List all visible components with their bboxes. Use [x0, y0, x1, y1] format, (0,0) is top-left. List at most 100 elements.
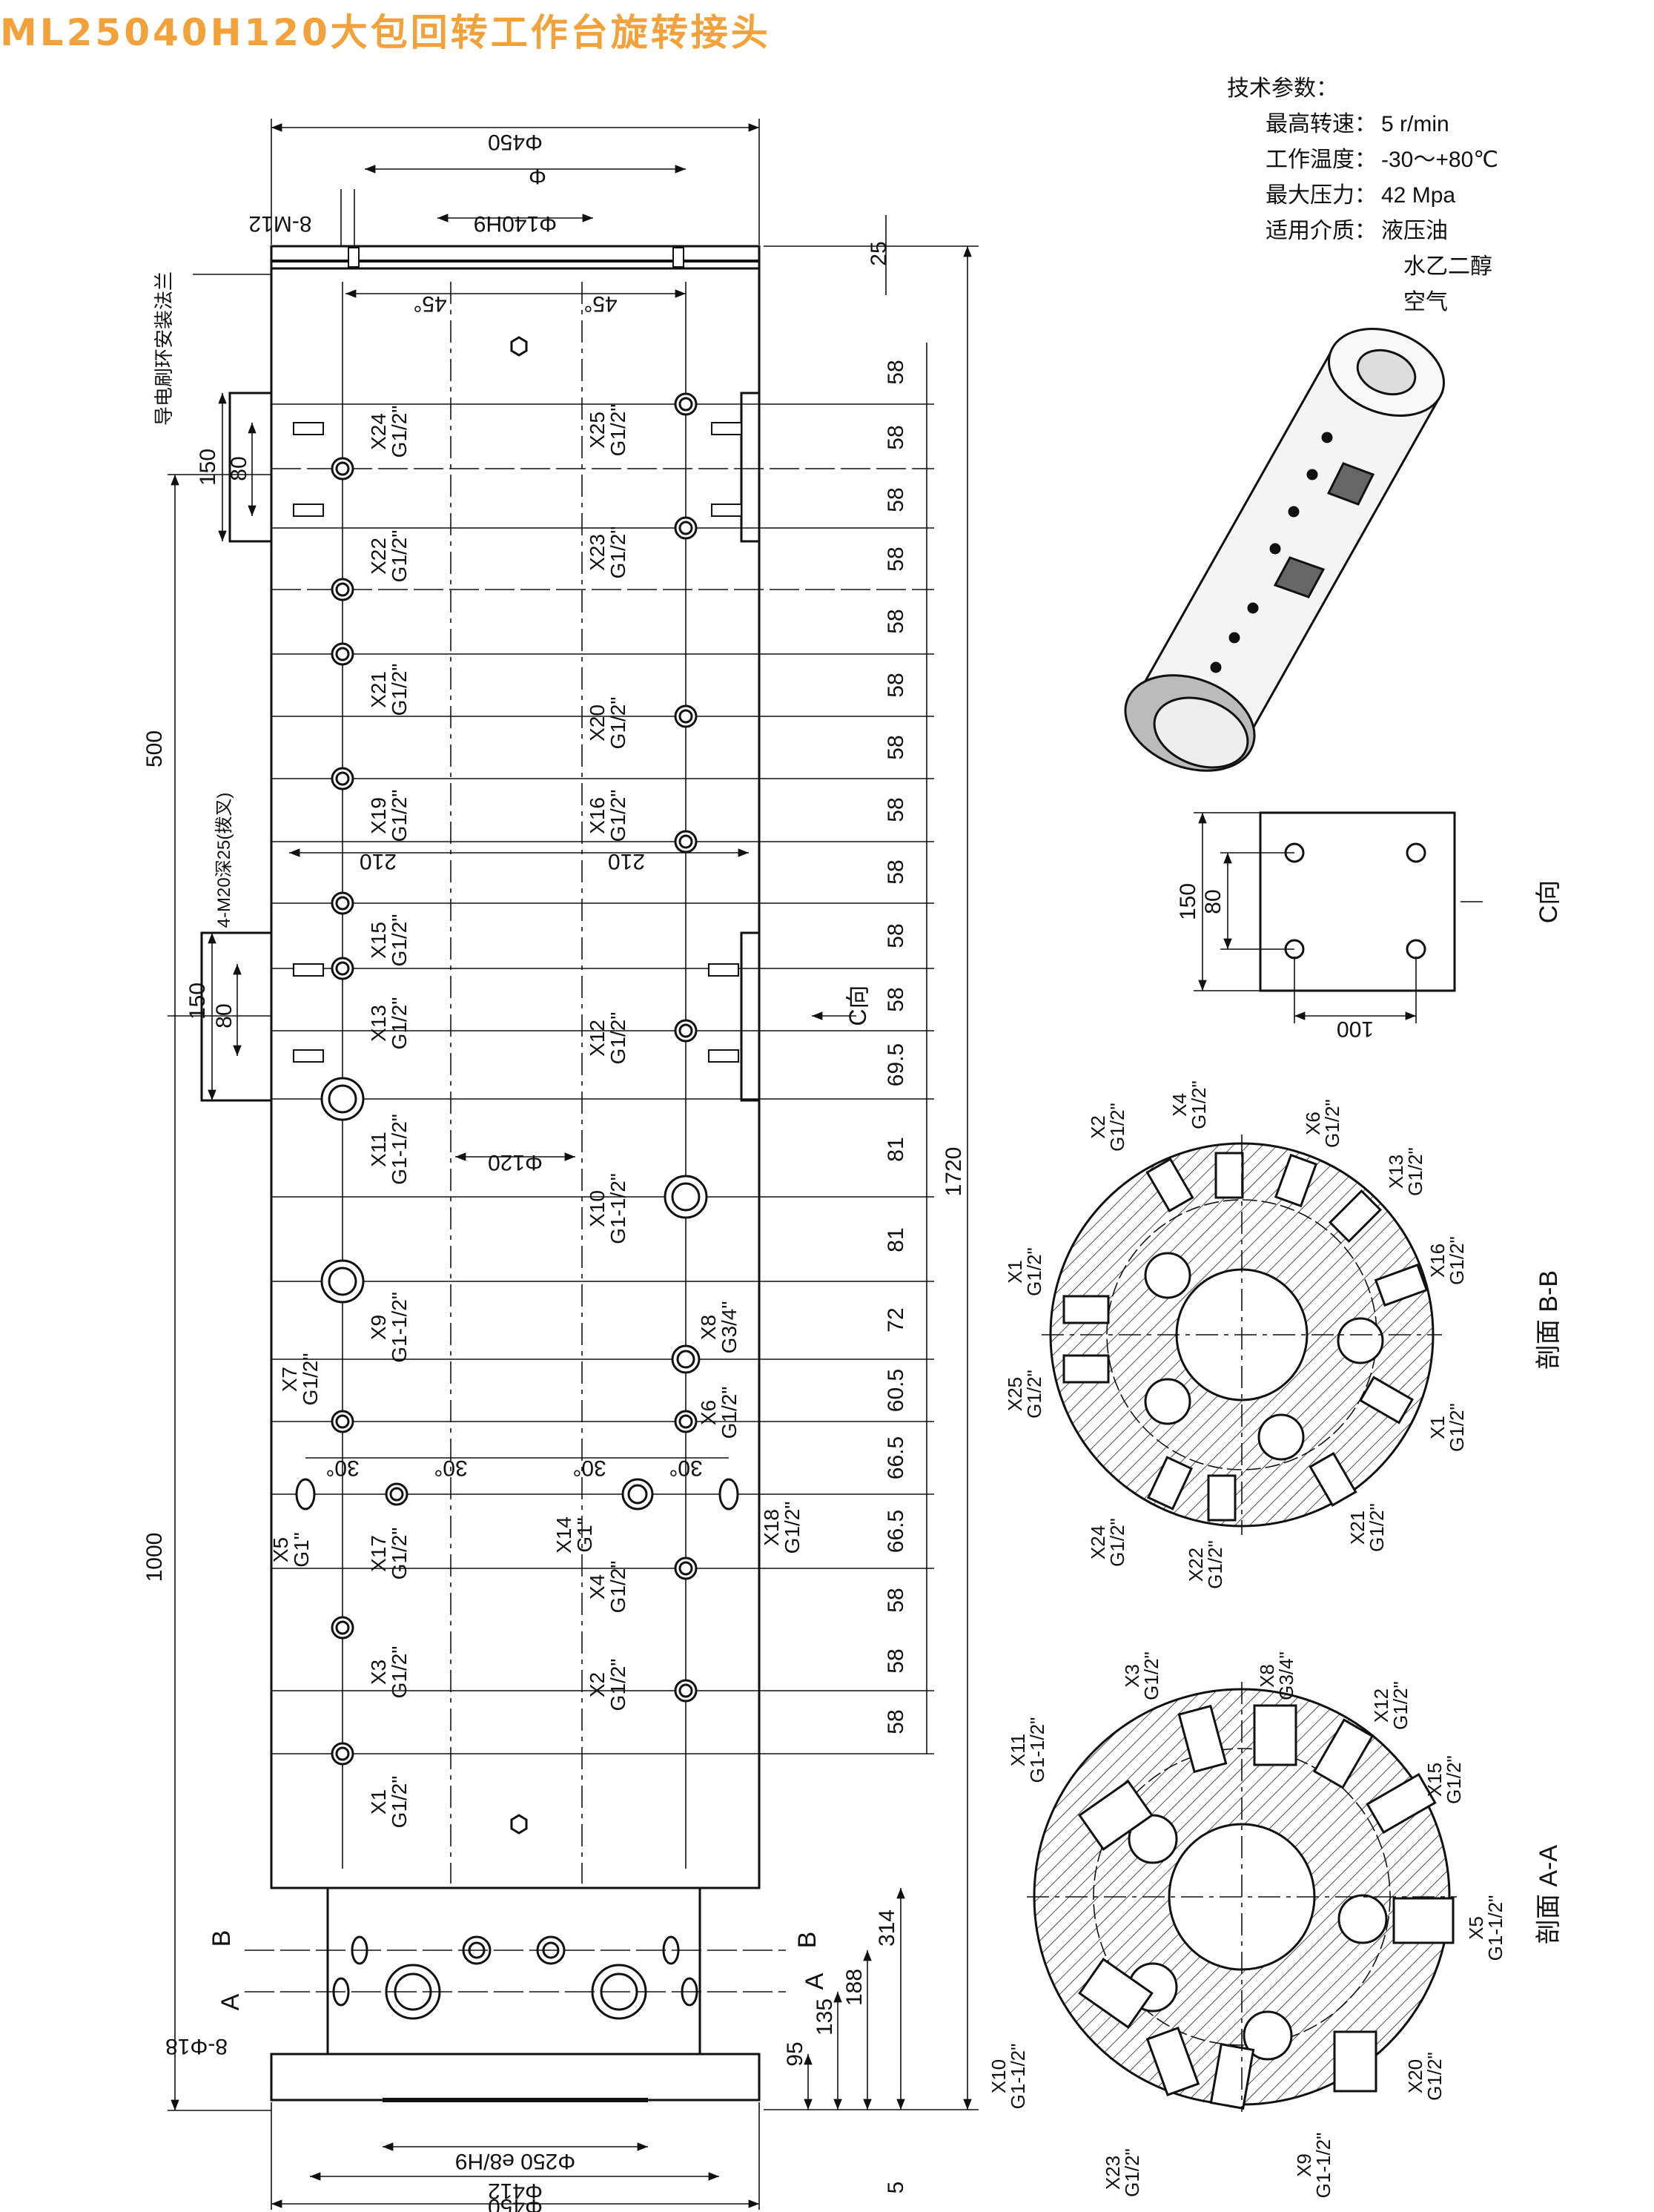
section-mark-b-right: B — [793, 1932, 821, 1949]
svg-text:X6: X6 — [697, 1400, 720, 1425]
svg-text:X23: X23 — [586, 534, 609, 571]
svg-text:G1/2": G1/2" — [1023, 1247, 1045, 1296]
svg-text:58: 58 — [884, 859, 908, 884]
svg-text:X16: X16 — [1426, 1244, 1449, 1278]
svg-text:58: 58 — [884, 360, 908, 384]
svg-text:X1: X1 — [1426, 1416, 1449, 1439]
svg-text:X14: X14 — [552, 1516, 575, 1554]
c-view-label: C向 — [1535, 880, 1563, 924]
svg-text:X8: X8 — [697, 1315, 720, 1340]
svg-text:X9: X9 — [367, 1315, 390, 1340]
svg-text:G1/2": G1/2" — [388, 406, 411, 458]
dim-4m20: 4-M20深25(拨叉) — [214, 793, 234, 928]
iso-view — [1124, 328, 1445, 772]
svg-text:G1/2": G1/2" — [1106, 1518, 1128, 1567]
dim-188: 188 — [842, 1969, 867, 2006]
svg-text:G1/2": G1/2" — [388, 1528, 411, 1580]
svg-text:81: 81 — [884, 1137, 908, 1161]
section-aa — [1027, 1682, 1457, 2112]
c-view-text: 150 80 100 C向 — [1176, 880, 1563, 1041]
section-bb-label: 剖面 B-B — [1535, 1270, 1563, 1370]
section-bb — [1042, 1135, 1442, 1535]
section-mark-a-right: A — [801, 1972, 829, 1990]
svg-text:X25: X25 — [1004, 1377, 1026, 1411]
section-mark-a-left: A — [216, 1993, 245, 2010]
dim-30-c: 30° — [572, 1456, 606, 1480]
dim-80-lower: 80 — [212, 1003, 236, 1028]
svg-text:X17: X17 — [367, 1535, 390, 1572]
svg-text:58: 58 — [884, 1588, 908, 1612]
svg-text:X11: X11 — [1007, 1734, 1029, 1766]
boss-threads — [293, 247, 742, 1063]
svg-text:G1/2": G1/2" — [388, 1776, 411, 1829]
svg-text:G1/2": G1/2" — [606, 1012, 629, 1065]
svg-text:72: 72 — [884, 1307, 908, 1332]
svg-text:X13: X13 — [1385, 1155, 1407, 1189]
svg-text:X21: X21 — [367, 671, 390, 708]
svg-text:X2: X2 — [586, 1672, 609, 1697]
svg-text:58: 58 — [884, 1709, 908, 1734]
svg-text:X15: X15 — [367, 922, 390, 959]
svg-text:G1/2": G1/2" — [606, 790, 629, 842]
svg-text:G1/2": G1/2" — [1023, 1370, 1045, 1419]
svg-text:66.5: 66.5 — [884, 1436, 908, 1479]
dim-brush-flange-note: 导电刷环安装法兰 — [153, 271, 175, 426]
port-labels: X24 G1/2" X25 G1/2" X22 G1/2" X23 G1/2" … — [269, 404, 804, 1829]
svg-text:G3/4": G3/4" — [718, 1301, 741, 1354]
dim-150-lower: 150 — [185, 983, 210, 1020]
svg-text:G1/2": G1/2" — [388, 914, 411, 967]
svg-text:G1/2": G1/2" — [606, 526, 629, 579]
dim-phi140: Φ140H9 — [474, 211, 557, 236]
svg-text:G1/2": G1/2" — [1204, 1540, 1226, 1589]
dim-text-bottom: Φ250 e8/H9 Φ412 Φ450 A B A B — [208, 1930, 829, 2212]
svg-text:80: 80 — [1201, 889, 1225, 914]
svg-text:G1/2": G1/2" — [1321, 1099, 1343, 1148]
dim-30-b: 30° — [434, 1456, 467, 1480]
svg-text:G1-1/2": G1-1/2" — [388, 1114, 411, 1185]
dim-45-left: 45° — [413, 291, 446, 316]
svg-text:58: 58 — [884, 547, 908, 571]
svg-text:G1-1/2": G1-1/2" — [1312, 2133, 1334, 2199]
svg-text:X10: X10 — [988, 2059, 1010, 2093]
lower-stem — [326, 1888, 701, 2054]
tech-row: 最大压力：42 Mpa — [1266, 183, 1456, 208]
dim-phi412: Φ412 — [488, 2179, 543, 2203]
svg-text:G1/2": G1/2" — [781, 1502, 804, 1554]
svg-text:G1/2": G1/2" — [299, 1353, 322, 1406]
section-aa-labels: X3 G1/2" X8 G3/4" X11 G1-1/2" X12 G1/2" … — [988, 1651, 1563, 2198]
svg-text:69.5: 69.5 — [884, 1043, 908, 1086]
dim-314: 314 — [875, 1909, 899, 1947]
main-cylinder — [270, 268, 761, 1889]
svg-text:G1/2": G1/2" — [606, 697, 629, 750]
top-flange — [270, 245, 761, 270]
svg-text:G1/2": G1/2" — [606, 1659, 629, 1711]
svg-text:X13: X13 — [367, 1005, 390, 1042]
boss-left-upper — [228, 392, 271, 543]
svg-text:X22: X22 — [367, 538, 390, 575]
dim-25: 25 — [867, 241, 891, 265]
svg-text:58: 58 — [884, 923, 908, 948]
svg-text:X12: X12 — [1370, 1688, 1392, 1723]
dim-phi250: Φ250 e8/H9 — [455, 2149, 575, 2173]
dim-8phi18: 8-Φ18 — [165, 2034, 228, 2059]
svg-text:G1/2": G1/2" — [606, 1561, 629, 1614]
svg-text:G1/2": G1/2" — [1106, 1103, 1128, 1152]
tech-row: 适用介质：液压油 — [1266, 219, 1448, 243]
svg-text:X9: X9 — [1293, 2153, 1315, 2177]
port-lines — [271, 403, 934, 1754]
svg-text:G1/2": G1/2" — [1443, 1755, 1465, 1804]
svg-text:G1/2": G1/2" — [718, 1387, 741, 1439]
svg-text:G1/2": G1/2" — [1423, 2052, 1446, 2101]
svg-text:X24: X24 — [1087, 1525, 1109, 1559]
dim-text-left: 导电刷环安装法兰 150 80 500 4-M20深25(拨叉) 150 80 … — [142, 271, 703, 2059]
svg-text:X24: X24 — [367, 413, 390, 450]
dim-45-right: 45° — [583, 291, 617, 316]
svg-text:X10: X10 — [586, 1190, 609, 1227]
svg-text:X16: X16 — [586, 797, 609, 834]
dim-150-upper: 150 — [196, 449, 220, 486]
dim-text-right: 58 58 58 58 58 58 58 58 58 58 58 69.5 81… — [783, 360, 966, 2193]
dim-1720: 1720 — [942, 1147, 966, 1197]
svg-text:G1": G1" — [290, 1532, 313, 1567]
